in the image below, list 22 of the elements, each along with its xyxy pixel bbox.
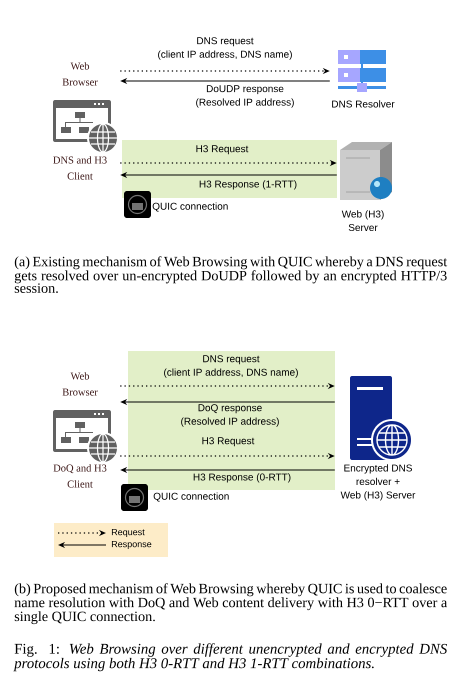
edge-label: DoUDP response (Resolved IP address) [196,85,294,108]
connection-label: QUIC connection [152,202,228,212]
edge-label: H3 Request [202,437,254,446]
node-label: Encrypted DNS resolver + Web (H3) Server [340,464,416,501]
edge-label: DNS request (client IP address, DNS name) [164,355,298,378]
node-label: Web (H3) Server [342,210,384,232]
edge-label: DNS request (client IP address, DNS name) [158,37,292,60]
edge-label: DoQ response (Resolved IP address) [181,404,279,427]
subcaption: (a) Existing mechanism of Web Browsing with QUIC whereby a DNS request gets resolved over un-encrypted DoUDP followed by an encrypted HTTP/3 session. [14,256,448,293]
edge-label: H3 Response (1-RTT) [200,180,296,190]
figure-caption: Fig. 1: Web Browsing over different unencrypted and encrypted DNS protocols using both H3 0-RTT and H3 1-RTT combinations. [13,643,447,672]
node-label: DoQ and H3 Client [53,464,106,488]
legend-label: Response [112,540,152,550]
subcaption: (b) Proposed mechanism of Web Browsing whereby QUIC is used to coalesce name resolution with DoQ and Web content delivery with H3 0−RTT over a single QUIC connection. [14,583,448,624]
edge-label: H3 Response (0-RTT) [194,473,290,483]
legend-label: Request [112,528,145,538]
node-label: DNS Resolver [332,100,394,108]
connection-label: QUIC connection [154,492,229,502]
node-label: DNS and H3 Client [53,156,107,180]
node-label: Web Browser [62,62,98,86]
edge-label: H3 Request [196,145,248,154]
node-label: Web Browser [62,372,98,396]
